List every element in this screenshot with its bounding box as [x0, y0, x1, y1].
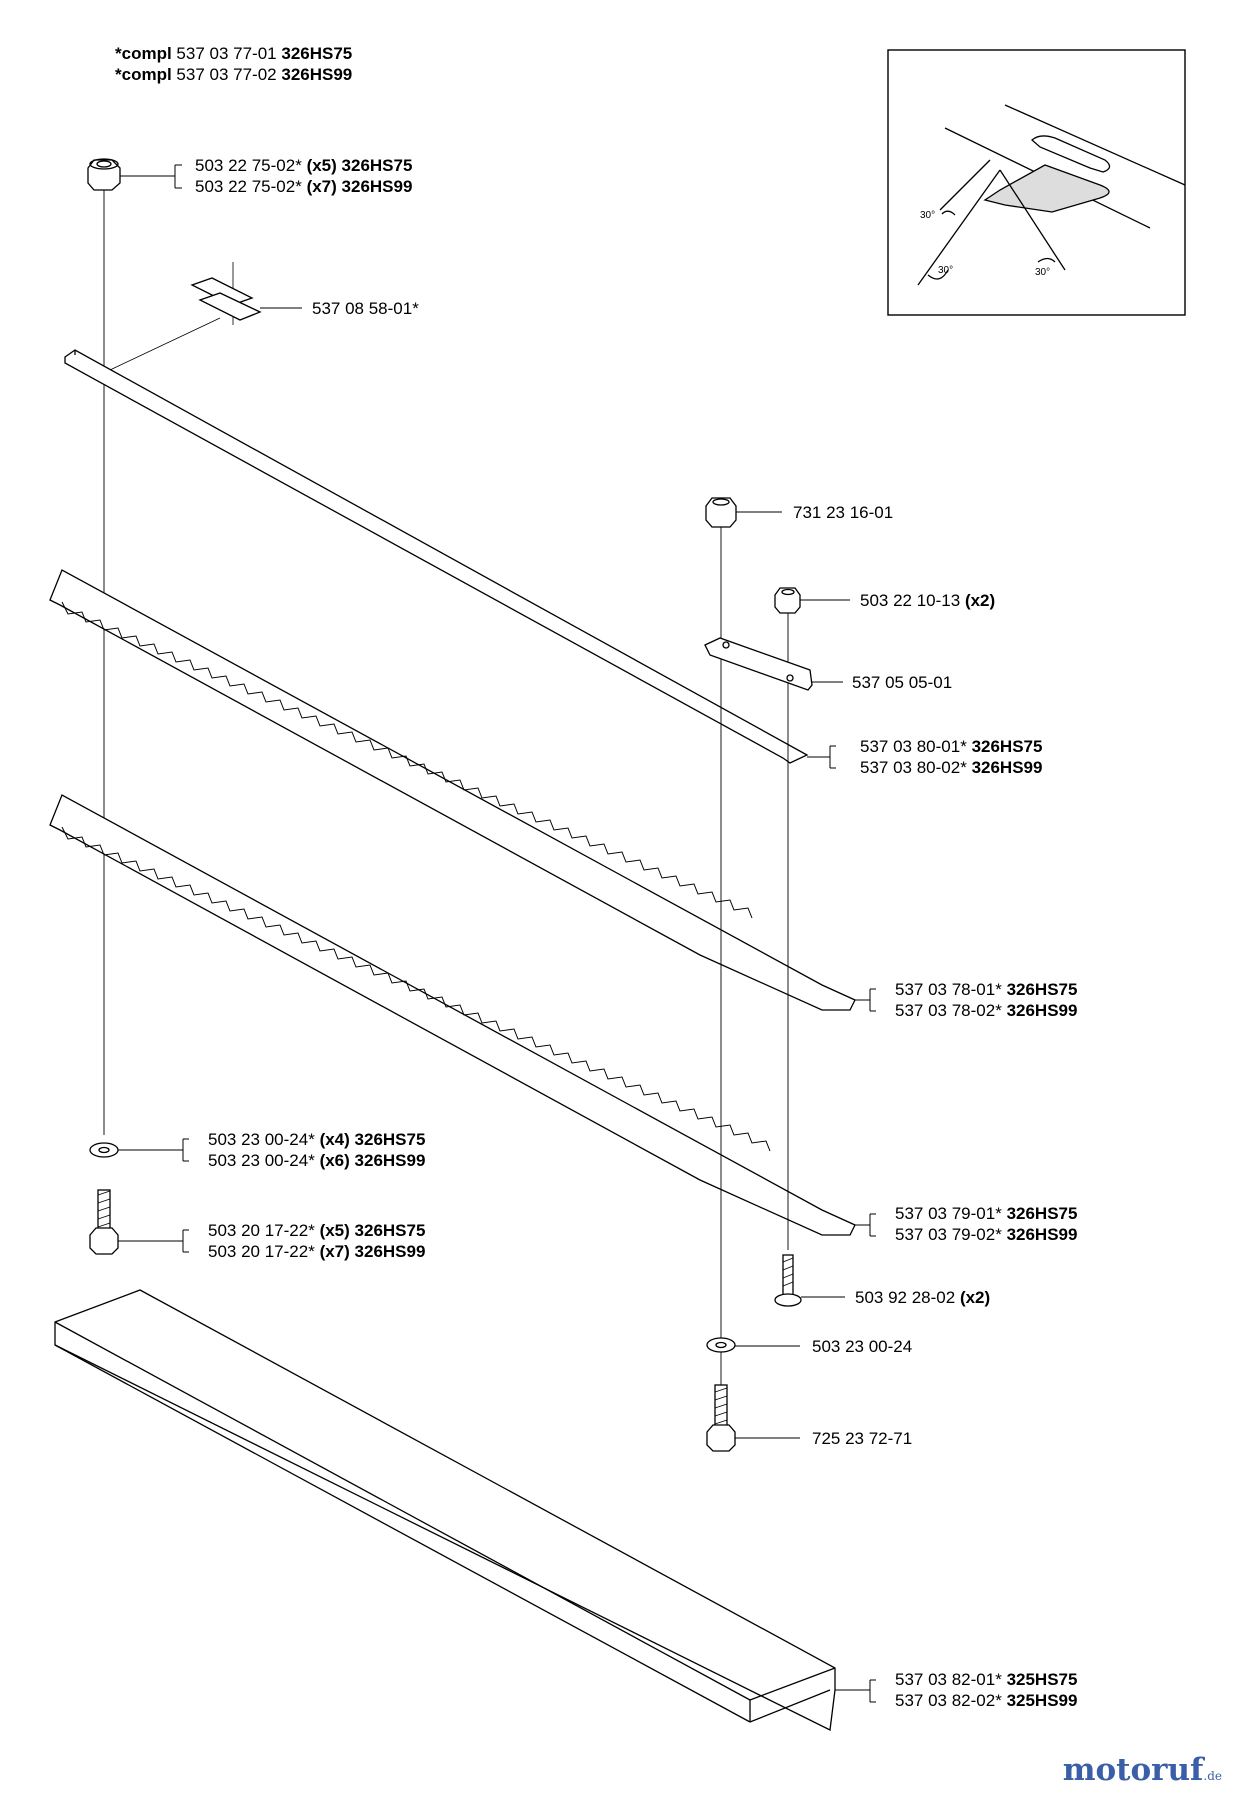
model: 326HS99 [1006, 1225, 1078, 1244]
part-number: 537 03 80-02* [860, 758, 967, 777]
quantity: (x2) [964, 591, 996, 610]
header-prefix: *compl [115, 65, 172, 84]
header-model: 326HS99 [281, 65, 353, 84]
callout-bolt-right: 725 23 72-71 [812, 1428, 912, 1449]
blade-upper [49, 569, 856, 1011]
callout-washer-right: 503 23 00-24 [812, 1336, 912, 1357]
nut-small [774, 587, 801, 614]
part-number: 537 03 79-01* [895, 1204, 1002, 1223]
blade-guard [54, 1289, 836, 1731]
quantity: (x5) [306, 156, 337, 175]
callout-nut-small: 503 22 10-13 (x2) [860, 590, 995, 611]
callout-clip: 537 08 58-01* [312, 298, 419, 319]
detail-angle-c: 30° [1035, 267, 1051, 278]
blade-bar [64, 349, 809, 764]
clip [109, 262, 262, 371]
header-model: 326HS75 [281, 44, 353, 63]
quantity: (x7) [306, 177, 337, 196]
detail-inset [887, 49, 1186, 316]
link-plate [704, 637, 813, 691]
callout-link: 537 05 05-01 [852, 672, 952, 693]
model: 326HS75 [341, 156, 413, 175]
washer-left [89, 1142, 119, 1158]
part-number: 503 20 17-22* [208, 1242, 315, 1261]
part-number: 537 03 82-01* [895, 1670, 1002, 1689]
part-number: 503 22 10-13 [860, 591, 961, 610]
callout-bar: 537 03 80-01* 326HS75 537 03 80-02* 326H… [860, 736, 1042, 778]
header-line-1: *compl 537 03 77-01 326HS75 [115, 43, 352, 64]
callout-guard: 537 03 82-01* 325HS75 537 03 82-02* 325H… [895, 1669, 1077, 1711]
motoruf-logo: motoruf.de [1063, 1752, 1222, 1788]
header-part: 537 03 77-01 [176, 44, 277, 63]
model: 326HS75 [354, 1221, 426, 1240]
quantity: (x6) [319, 1151, 350, 1170]
part-number: 725 23 72-71 [812, 1429, 913, 1448]
part-number: 537 05 05-01 [852, 673, 953, 692]
part-number: 503 92 28-02 [855, 1288, 956, 1307]
part-number: 503 22 75-02* [195, 156, 302, 175]
callout-nut-right: 731 23 16-01 [793, 502, 893, 523]
model: 326HS99 [354, 1151, 426, 1170]
detail-angle-a: 30° [920, 210, 936, 221]
part-number: 503 23 00-24* [208, 1151, 315, 1170]
model: 326HS75 [1006, 980, 1078, 999]
part-number: 731 23 16-01 [793, 503, 894, 522]
flange-nut-top [87, 158, 121, 191]
model: 326HS75 [354, 1130, 426, 1149]
model: 326HS75 [971, 737, 1043, 756]
callout-screw-right: 503 92 28-02 (x2) [855, 1287, 990, 1308]
model: 326HS99 [341, 177, 413, 196]
part-number: 537 03 78-01* [895, 980, 1002, 999]
nut-right [705, 497, 737, 528]
model: 325HS99 [1006, 1691, 1078, 1710]
header-prefix: *compl [115, 44, 172, 63]
detail-angle-b: 30° [938, 265, 954, 276]
washer-right [706, 1337, 736, 1353]
model: 326HS99 [971, 758, 1043, 777]
blade-lower [49, 794, 856, 1236]
part-number: 537 03 80-01* [860, 737, 967, 756]
callout-screw-left: 503 20 17-22* (x5) 326HS75 503 20 17-22*… [208, 1220, 425, 1262]
part-number: 537 03 82-02* [895, 1691, 1002, 1710]
model: 326HS99 [1006, 1001, 1078, 1020]
model: 326HS75 [1006, 1204, 1078, 1223]
callout-blade-upper: 537 03 78-01* 326HS75 537 03 78-02* 326H… [895, 979, 1077, 1021]
screw-right [774, 1254, 802, 1307]
part-number: 503 20 17-22* [208, 1221, 315, 1240]
callout-nut-top: 503 22 75-02* (x5) 326HS75 503 22 75-02*… [195, 155, 412, 197]
logo-tld: .de [1203, 1769, 1222, 1783]
leader-lines [118, 164, 876, 1703]
callout-washer-left: 503 23 00-24* (x4) 326HS75 503 23 00-24*… [208, 1129, 425, 1171]
callout-blade-lower: 537 03 79-01* 326HS75 537 03 79-02* 326H… [895, 1203, 1077, 1245]
part-number: 537 03 79-02* [895, 1225, 1002, 1244]
assembly-header: *compl 537 03 77-01 326HS75 *compl 537 0… [115, 43, 352, 85]
part-number: 503 23 00-24 [812, 1337, 913, 1356]
quantity: (x4) [319, 1130, 350, 1149]
part-number: 537 08 58-01* [312, 299, 419, 318]
header-part: 537 03 77-02 [176, 65, 277, 84]
model: 325HS75 [1006, 1670, 1078, 1689]
quantity: (x5) [319, 1221, 350, 1240]
header-line-2: *compl 537 03 77-02 326HS99 [115, 64, 352, 85]
part-number: 537 03 78-02* [895, 1001, 1002, 1020]
bolt-right [706, 1384, 736, 1452]
part-number: 503 23 00-24* [208, 1130, 315, 1149]
logo-text: motoruf [1062, 1752, 1204, 1788]
screw-left [89, 1189, 119, 1255]
model: 326HS99 [354, 1242, 426, 1261]
quantity: (x2) [959, 1288, 991, 1307]
part-number: 503 22 75-02* [195, 177, 302, 196]
quantity: (x7) [319, 1242, 350, 1261]
